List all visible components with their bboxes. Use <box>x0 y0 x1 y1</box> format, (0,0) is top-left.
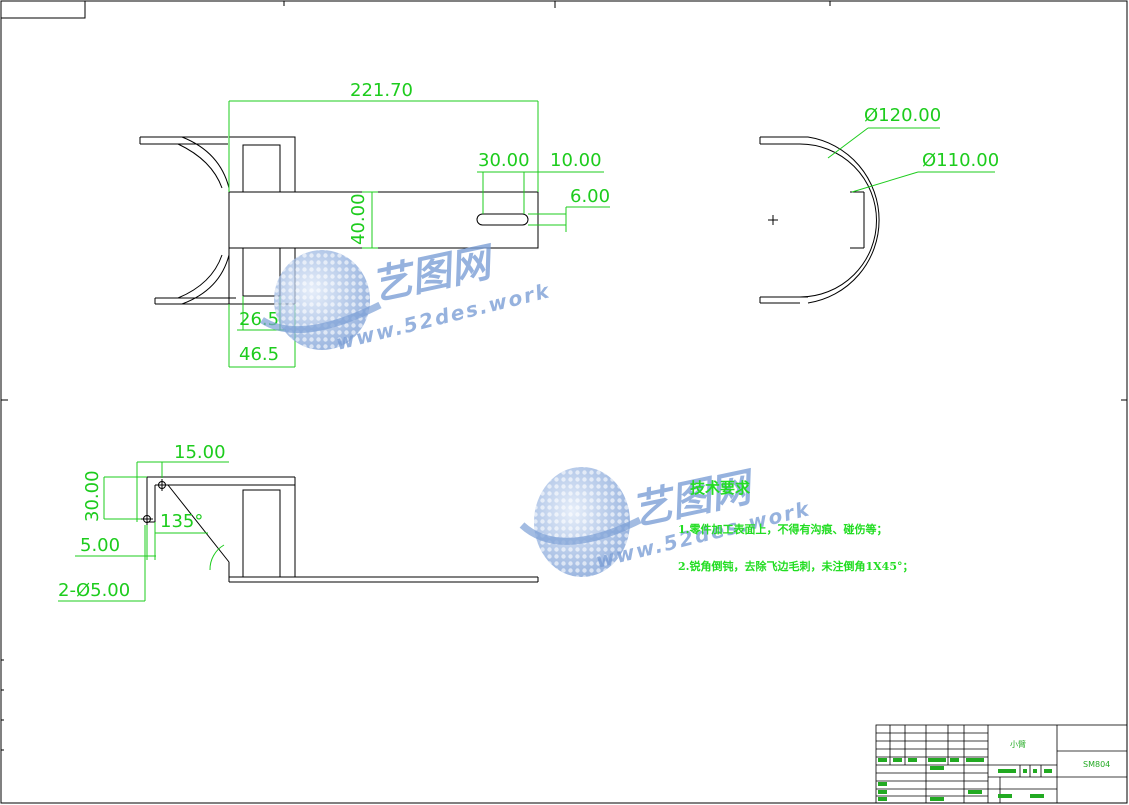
dim-slot-length: 30.00 <box>478 150 530 171</box>
side-view-geometry <box>759 136 880 304</box>
tech-requirement-2: 2.锐角倒钝，去除飞边毛刺，未注倒角1X45°； <box>678 559 913 573</box>
watermark-top: 艺图网 www.52des.work <box>260 239 553 355</box>
dim-offset: 15.00 <box>174 442 226 463</box>
front-view-geometry <box>141 476 539 583</box>
tech-requirements-title: 技术要求 <box>690 479 751 497</box>
tech-requirement-1: 1.零件加工表面上，不得有沟痕、碰伤等； <box>678 522 887 536</box>
dim-height: 40.00 <box>348 193 369 245</box>
side-view-dimensions <box>827 127 995 193</box>
dim-hole-spacing: 30.00 <box>82 470 103 522</box>
drawing-number: SM804 <box>1083 760 1110 769</box>
dim-inner-diameter: Ø110.00 <box>922 150 999 171</box>
dim-slot-width: 6.00 <box>570 186 610 207</box>
dim-length: 221.70 <box>350 80 413 101</box>
dim-edge: 5.00 <box>80 535 120 556</box>
front-view-dimensions <box>58 461 229 602</box>
dim-end: 10.00 <box>550 150 602 171</box>
part-name: 小臂 <box>1010 739 1026 749</box>
title-block <box>875 724 1128 804</box>
top-view-geometry <box>139 136 539 305</box>
title-block-markings <box>878 758 1052 801</box>
top-view-dimensions <box>228 100 610 368</box>
dim-outer-diameter: Ø120.00 <box>864 105 941 126</box>
dim-outer: 46.5 <box>239 344 279 365</box>
dim-angle: 135° <box>160 511 203 532</box>
dim-holes: 2-Ø5.00 <box>58 580 130 601</box>
